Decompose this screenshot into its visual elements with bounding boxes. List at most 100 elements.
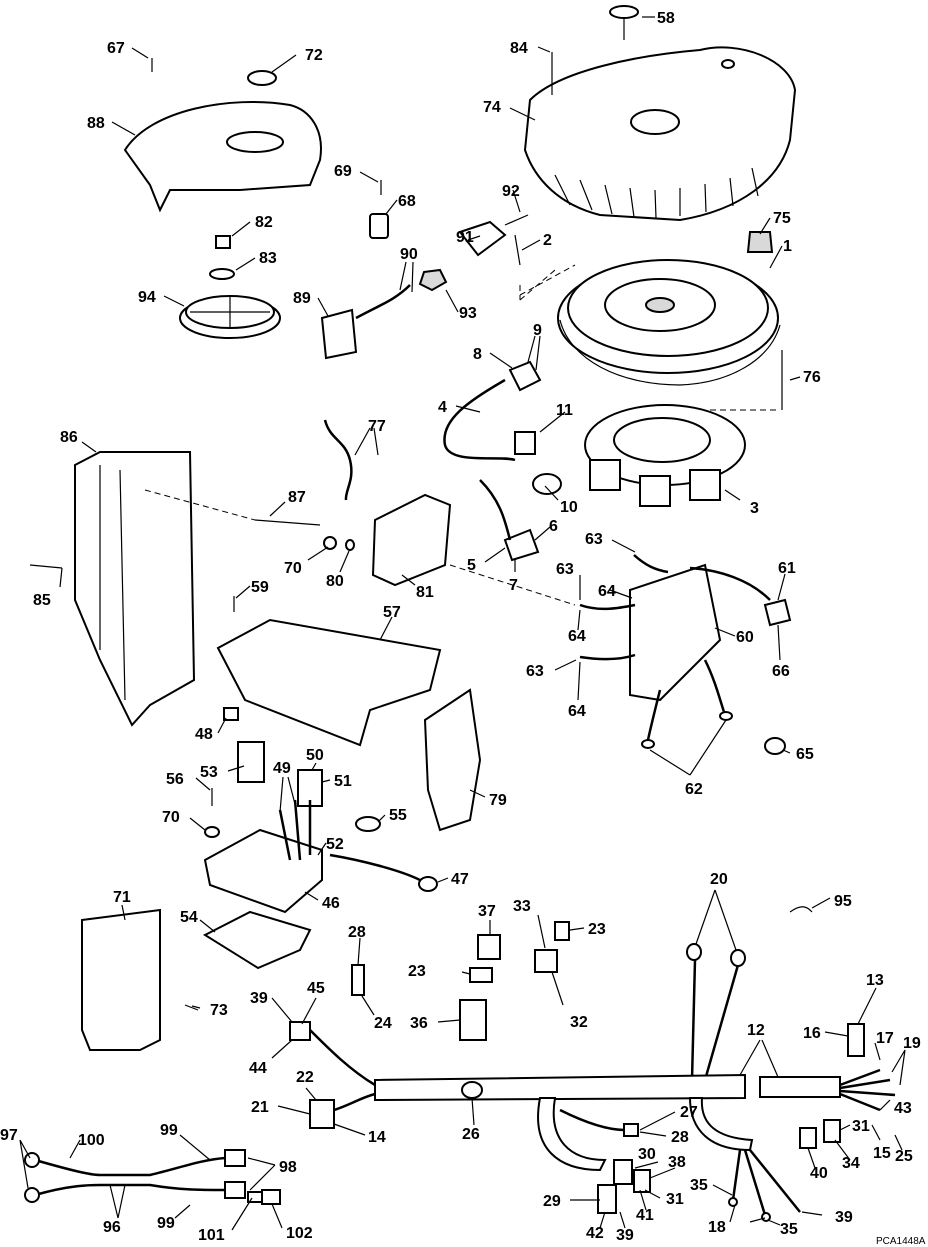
callout-label: 35 bbox=[780, 1221, 798, 1238]
callout-label: 67 bbox=[107, 40, 125, 57]
callout-label: 25 bbox=[895, 1148, 913, 1165]
callout-label: 73 bbox=[210, 1002, 228, 1019]
callout-label: 7 bbox=[509, 577, 518, 594]
callout-label: 75 bbox=[773, 210, 791, 227]
callout-label: 88 bbox=[87, 115, 105, 132]
callout-label: 101 bbox=[198, 1227, 225, 1244]
callout-label: 79 bbox=[489, 792, 507, 809]
callout-label: 94 bbox=[138, 289, 156, 306]
callout-label: 22 bbox=[296, 1069, 314, 1086]
callout-label: 62 bbox=[685, 781, 703, 798]
callout-label: 82 bbox=[255, 214, 273, 231]
callout-label: 59 bbox=[251, 579, 269, 596]
callout-label: 77 bbox=[368, 418, 386, 435]
callout-label: 76 bbox=[803, 369, 821, 386]
callout-label: 23 bbox=[588, 921, 606, 938]
callout-label: 34 bbox=[842, 1155, 860, 1172]
callout-label: 55 bbox=[389, 807, 407, 824]
callout-label: 60 bbox=[736, 629, 754, 646]
callout-label: 33 bbox=[513, 898, 531, 915]
leader-lines bbox=[19, 16, 906, 1231]
callout-label: 16 bbox=[803, 1025, 821, 1042]
callout-label: 70 bbox=[284, 560, 302, 577]
callout-label: 63 bbox=[556, 561, 574, 578]
callout-label: 36 bbox=[410, 1015, 428, 1032]
callout-label: 8 bbox=[473, 346, 482, 363]
callout-label: 10 bbox=[560, 499, 578, 516]
callout-label: 49 bbox=[273, 760, 291, 777]
callout-label: 15 bbox=[873, 1145, 891, 1162]
callout-label: 48 bbox=[195, 726, 213, 743]
callout-label: 70 bbox=[162, 809, 180, 826]
callout-label: 40 bbox=[810, 1165, 828, 1182]
callout-label: 97 bbox=[0, 1127, 18, 1144]
callout-label: 45 bbox=[307, 980, 325, 997]
callout-label: 3 bbox=[750, 500, 759, 517]
callout-label: 27 bbox=[680, 1104, 698, 1121]
callout-label: 102 bbox=[286, 1225, 313, 1242]
callout-label: 4 bbox=[438, 399, 447, 416]
callout-label: 1 bbox=[783, 238, 792, 255]
callout-label: 39 bbox=[835, 1209, 853, 1226]
callout-label: 86 bbox=[60, 429, 78, 446]
callout-label: 57 bbox=[383, 604, 401, 621]
callout-label: 50 bbox=[306, 747, 324, 764]
callout-label: 38 bbox=[668, 1154, 686, 1171]
callout-label: 74 bbox=[483, 99, 501, 116]
callout-label: 39 bbox=[250, 990, 268, 1007]
callout-labels: 58 84 67 72 74 88 69 92 68 75 82 91 2 83… bbox=[0, 10, 926, 1247]
callout-label: 58 bbox=[657, 10, 675, 27]
callout-label: 53 bbox=[200, 764, 218, 781]
callout-label: 47 bbox=[451, 871, 469, 888]
callout-label: 99 bbox=[157, 1215, 175, 1232]
callout-label: 100 bbox=[78, 1132, 105, 1149]
callout-label: 21 bbox=[251, 1099, 269, 1116]
callout-label: 69 bbox=[334, 163, 352, 180]
callout-label: 72 bbox=[305, 47, 323, 64]
part-drawings bbox=[24, 5, 896, 1222]
callout-label: 28 bbox=[348, 924, 366, 941]
callout-label: 29 bbox=[543, 1193, 561, 1210]
callout-label: 37 bbox=[478, 903, 496, 920]
callout-label: 2 bbox=[543, 232, 552, 249]
callout-label: 85 bbox=[33, 592, 51, 609]
callout-label: 46 bbox=[322, 895, 340, 912]
callout-label: 42 bbox=[586, 1225, 604, 1242]
callout-label: 93 bbox=[459, 305, 477, 322]
callout-label: 71 bbox=[113, 889, 131, 906]
callout-label: 31 bbox=[852, 1118, 870, 1135]
callout-label: 44 bbox=[249, 1060, 267, 1077]
callout-label: 52 bbox=[326, 836, 344, 853]
callout-label: 51 bbox=[334, 773, 352, 790]
callout-label: 31 bbox=[666, 1191, 684, 1208]
callout-label: 98 bbox=[279, 1159, 297, 1176]
callout-label: 99 bbox=[160, 1122, 178, 1139]
callout-label: 43 bbox=[894, 1100, 912, 1117]
callout-label: 5 bbox=[467, 557, 476, 574]
callout-label: 61 bbox=[778, 560, 796, 577]
callout-label: 30 bbox=[638, 1146, 656, 1163]
callout-label: 26 bbox=[462, 1126, 480, 1143]
callout-label: 32 bbox=[570, 1014, 588, 1031]
callout-label: 64 bbox=[598, 583, 616, 600]
callout-label: 6 bbox=[549, 518, 558, 535]
callout-label: 54 bbox=[180, 909, 198, 926]
callout-label: 92 bbox=[502, 183, 520, 200]
callout-label: 9 bbox=[533, 322, 542, 339]
reference-code: PCA1448A bbox=[876, 1236, 926, 1247]
callout-label: 18 bbox=[708, 1219, 726, 1236]
callout-label: 41 bbox=[636, 1207, 654, 1224]
callout-label: 24 bbox=[374, 1015, 392, 1032]
callout-label: 39 bbox=[616, 1227, 634, 1244]
callout-label: 12 bbox=[747, 1022, 765, 1039]
callout-label: 66 bbox=[772, 663, 790, 680]
callout-label: 84 bbox=[510, 40, 528, 57]
callout-label: 35 bbox=[690, 1177, 708, 1194]
callout-label: 87 bbox=[288, 489, 306, 506]
callout-label: 90 bbox=[400, 246, 418, 263]
callout-label: 28 bbox=[671, 1129, 689, 1146]
callout-label: 95 bbox=[834, 893, 852, 910]
callout-label: 11 bbox=[556, 402, 573, 419]
